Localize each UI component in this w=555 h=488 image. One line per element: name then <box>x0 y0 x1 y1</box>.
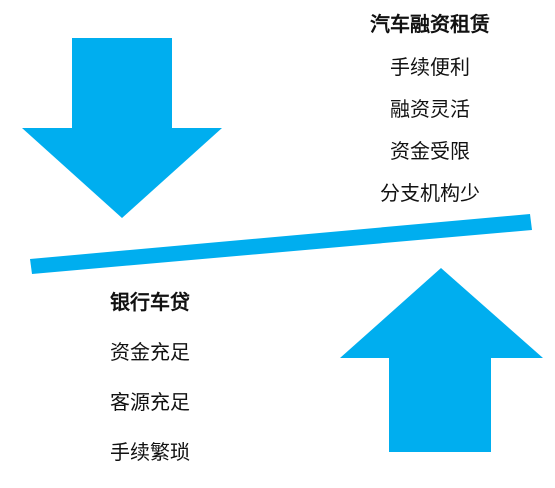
bank-loan-item: 手续繁琐 <box>110 440 190 464</box>
bank-loan-text-group: 银行车贷 资金充足 客源充足 手续繁琐 <box>70 288 230 488</box>
up-arrow-icon <box>340 268 543 452</box>
bank-loan-title: 银行车贷 <box>110 290 190 314</box>
leasing-title: 汽车融资租赁 <box>370 12 490 36</box>
diagram-canvas <box>22 38 543 452</box>
bank-loan-item: 客源充足 <box>110 390 190 414</box>
leasing-item: 融资灵活 <box>390 97 470 121</box>
leasing-item: 手续便利 <box>390 55 470 79</box>
leasing-text-group: 汽车融资租赁 手续便利 融资灵活 资金受限 分支机构少 <box>330 10 530 221</box>
bank-loan-item: 资金充足 <box>110 340 190 364</box>
balance-beam <box>30 214 532 274</box>
down-arrow-icon <box>22 38 222 218</box>
leasing-item: 分支机构少 <box>380 181 480 205</box>
leasing-item: 资金受限 <box>390 139 470 163</box>
